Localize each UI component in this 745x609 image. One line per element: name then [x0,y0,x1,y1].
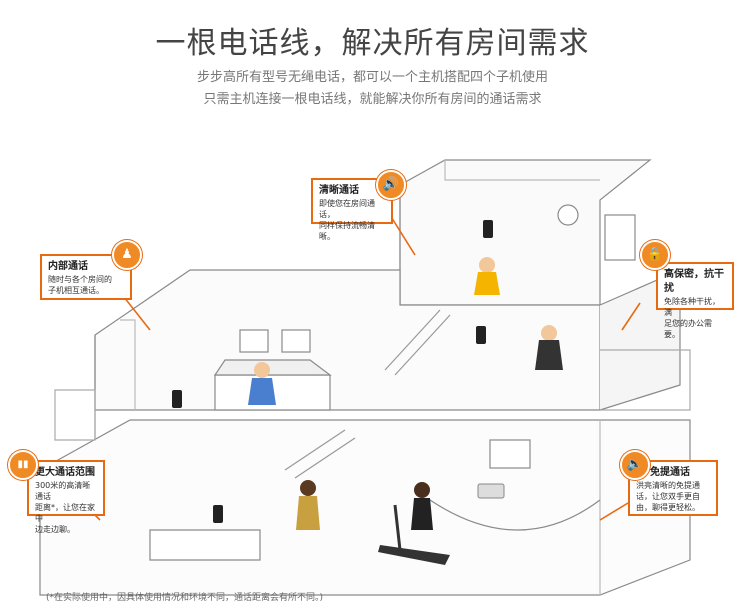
callout-range-desc-2: 距离*，让您在家中 [35,503,95,523]
callout-secure-desc-1: 免除各种干扰，满 [664,297,720,317]
speaker-icon: 🔈 [620,450,650,480]
callout-range: 更大通话范围 300米的高清晰通话 距离*，让您在家中 边走边聊。 [27,460,105,534]
callout-clear-call-desc-1: 即使您在房间通话， [319,199,375,219]
subtitle-line-2: 只需主机连接一根电话线，就能解决你所有房间的通话需求 [203,92,542,107]
callout-range-desc-3: 边走边聊。 [35,525,75,534]
people-icon: ♟ [112,240,142,270]
signal-bars-icon: ▮▮ [8,450,38,480]
footnote: (*在实际使用中，因具体使用情况和环境不同，通话距离会有所不同。) [46,593,324,603]
lock-icon: 🔒 [640,240,670,270]
callout-clear-call-title: 清晰通话 [319,185,359,196]
page-title: 一根电话线，解决所有房间需求 [155,26,590,61]
callout-internal-call-title: 内部通话 [48,261,88,272]
callout-clear-call-desc-2: 同样保持流畅清晰。 [319,221,375,241]
callout-secure-desc-2: 足您的办公需要。 [664,319,712,339]
callout-range-desc-1: 300米的高清晰通话 [35,481,91,501]
callout-range-title: 更大通话范围 [35,467,95,478]
callout-handsfree-title: 免提通话 [650,467,690,478]
callout-secure: 高保密，抗干扰 免除各种干扰，满 足您的办公需要。 [656,262,734,339]
speaker-waves-icon: 🔊 [376,170,406,200]
callout-internal-call-desc-1: 随时与各个房间的 [48,275,112,284]
callout-handsfree: 免提通话 洪亮清晰的免提通 话，让您双手更自 由，聊得更轻松。 [628,460,718,516]
callout-handsfree-desc-2: 话，让您双手更自 [636,492,700,501]
subtitle-line-1: 步步高所有型号无绳电话，都可以一个主机搭配四个子机使用 [196,70,548,85]
callout-handsfree-desc-1: 洪亮清晰的免提通 [636,481,700,490]
callout-internal-call-desc-2: 子机相互通话。 [48,286,104,295]
callout-secure-title: 高保密，抗干扰 [664,269,724,294]
callout-handsfree-desc-3: 由，聊得更轻松。 [636,503,700,512]
